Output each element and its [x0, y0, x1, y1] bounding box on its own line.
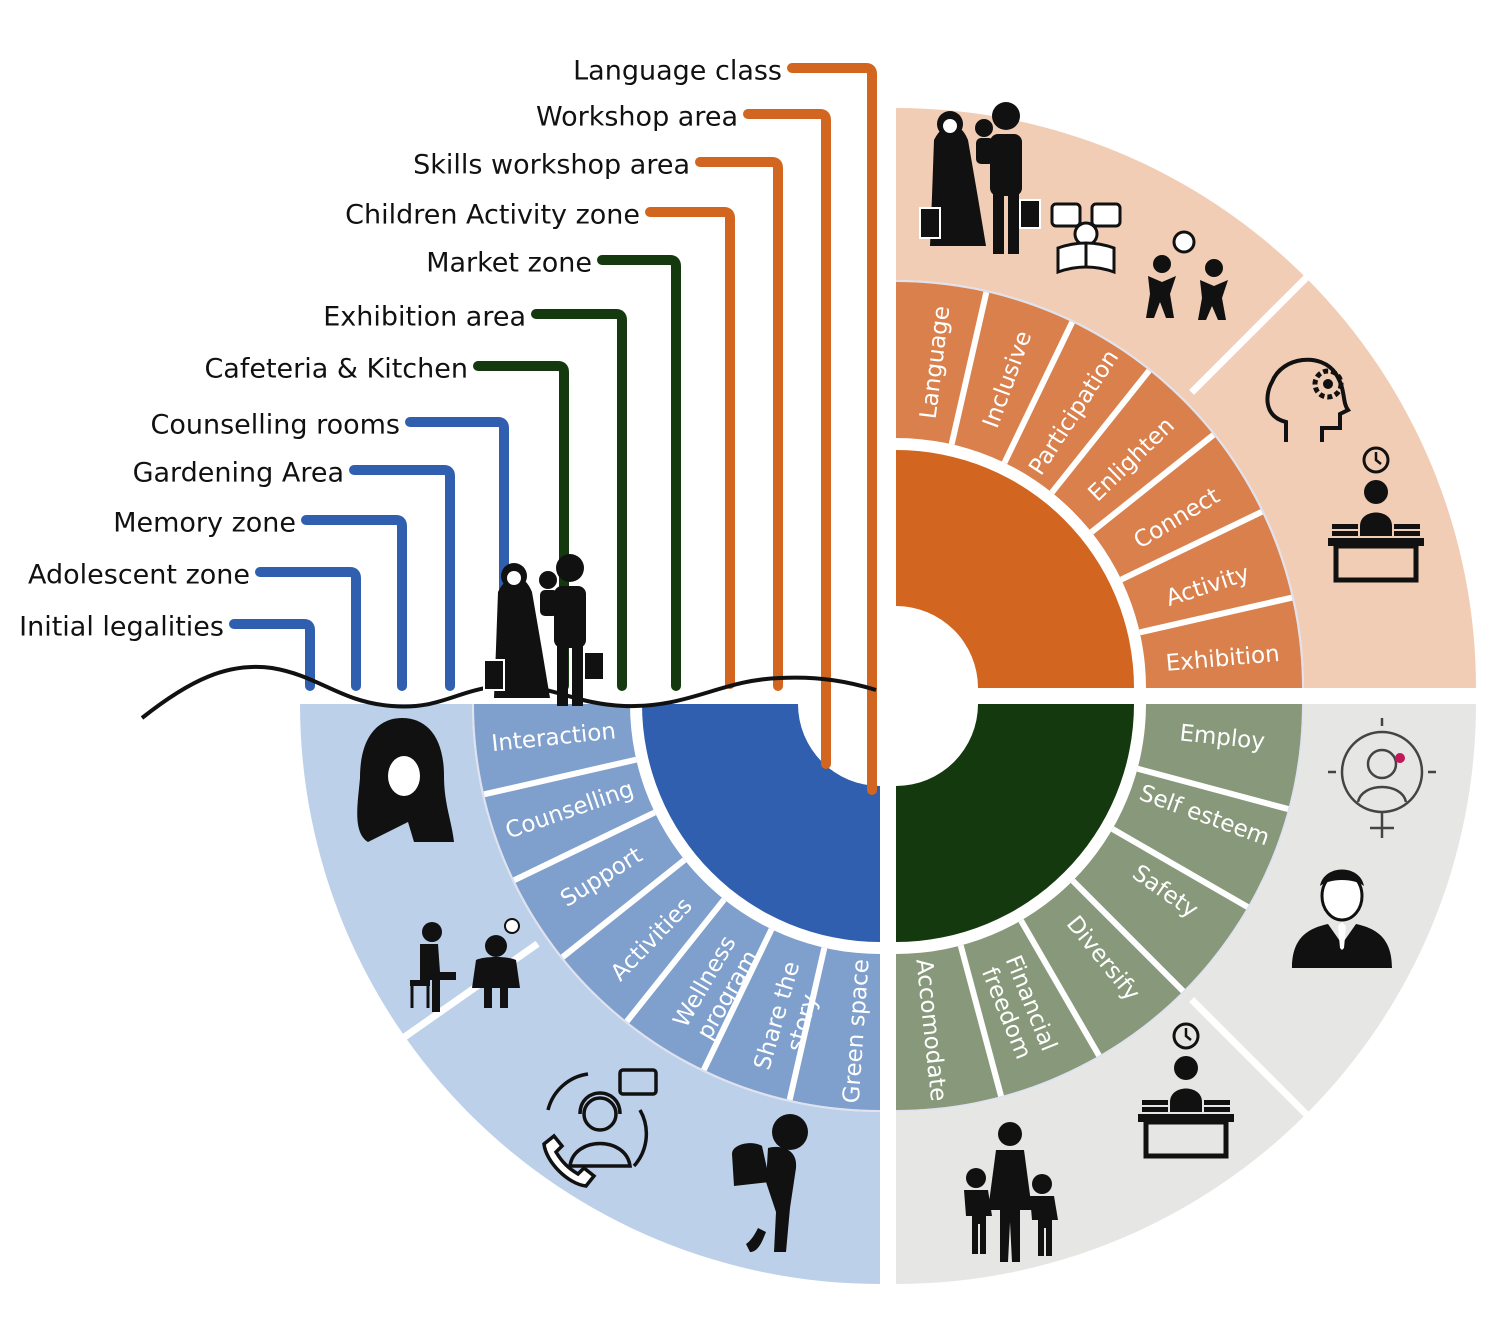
- green-core: [896, 704, 1134, 942]
- orange-outer-divider: [1189, 272, 1312, 395]
- zone-label: Exhibition area: [323, 302, 526, 333]
- helpline-icon: [542, 1068, 658, 1188]
- green-sector-divider: [1111, 826, 1250, 910]
- orange-sector-ring: [896, 282, 1302, 688]
- blue-outer-ring: [300, 704, 880, 1284]
- orange-sector-divider: [1139, 594, 1293, 636]
- reading-child-icon: [1050, 202, 1122, 275]
- orange-sector-divider: [1089, 432, 1216, 535]
- orange-sector-divider: [948, 291, 990, 445]
- playing-children-icon: [1146, 230, 1228, 320]
- blue-sector-divider: [483, 756, 637, 798]
- zone-label: Initial legalities: [19, 612, 224, 643]
- leader-line: [787, 63, 877, 795]
- blue-sector-divider: [512, 809, 657, 883]
- zone-label: Counselling rooms: [150, 410, 400, 441]
- green-outer-ring: [896, 704, 1476, 1284]
- leader-line: [229, 619, 315, 691]
- woman-empowerment-icon: [1328, 718, 1436, 838]
- green-sector-divider: [1018, 919, 1102, 1058]
- blue-sector-divider: [701, 927, 775, 1072]
- mind-gear-icon: [1265, 357, 1352, 442]
- blue-core: [642, 704, 880, 942]
- burdened-person-icon: [732, 1114, 808, 1252]
- orange-sector-divider: [1049, 368, 1152, 495]
- zone-label: Market zone: [426, 248, 592, 279]
- blue-sector-divider: [624, 897, 727, 1024]
- family-icon: [483, 553, 605, 707]
- zone-label: Gardening Area: [133, 458, 344, 489]
- leader-line: [473, 361, 569, 691]
- zone-label: Memory zone: [113, 508, 296, 539]
- leader-line: [301, 515, 407, 691]
- leader-line: [597, 255, 681, 691]
- zone-label: Language class: [573, 56, 782, 87]
- mother-children-icon: [964, 1122, 1058, 1262]
- orange-sector-divider: [1001, 320, 1075, 465]
- leader-line: [531, 309, 627, 691]
- blue-sector-divider: [786, 947, 828, 1101]
- blue-sector-divider: [560, 857, 687, 960]
- zone-label: Skills workshop area: [413, 150, 690, 181]
- orange-sector-divider: [1119, 509, 1264, 583]
- leader-line: [695, 157, 783, 691]
- leader-line: [405, 417, 509, 691]
- zone-label: Children Activity zone: [345, 200, 640, 231]
- hijab-woman-icon: [357, 718, 454, 842]
- leader-line: [255, 567, 361, 691]
- leader-line: [645, 207, 735, 689]
- zone-label: Workshop area: [536, 102, 738, 133]
- therapy-session-icon: [410, 918, 520, 1012]
- green-outer-divider: [1189, 997, 1312, 1120]
- green-sector-divider: [1070, 878, 1186, 994]
- zone-label: Adolescent zone: [28, 560, 250, 591]
- businessman-icon: [1292, 869, 1392, 968]
- green-sector-divider: [1136, 765, 1289, 812]
- leader-line: [743, 109, 831, 769]
- leader-line: [349, 465, 455, 691]
- blue-sector-ring: [474, 704, 880, 1110]
- green-sector-divider: [957, 944, 1004, 1097]
- orange-core: [896, 450, 1134, 688]
- zone-label: Cafeteria & Kitchen: [204, 354, 468, 385]
